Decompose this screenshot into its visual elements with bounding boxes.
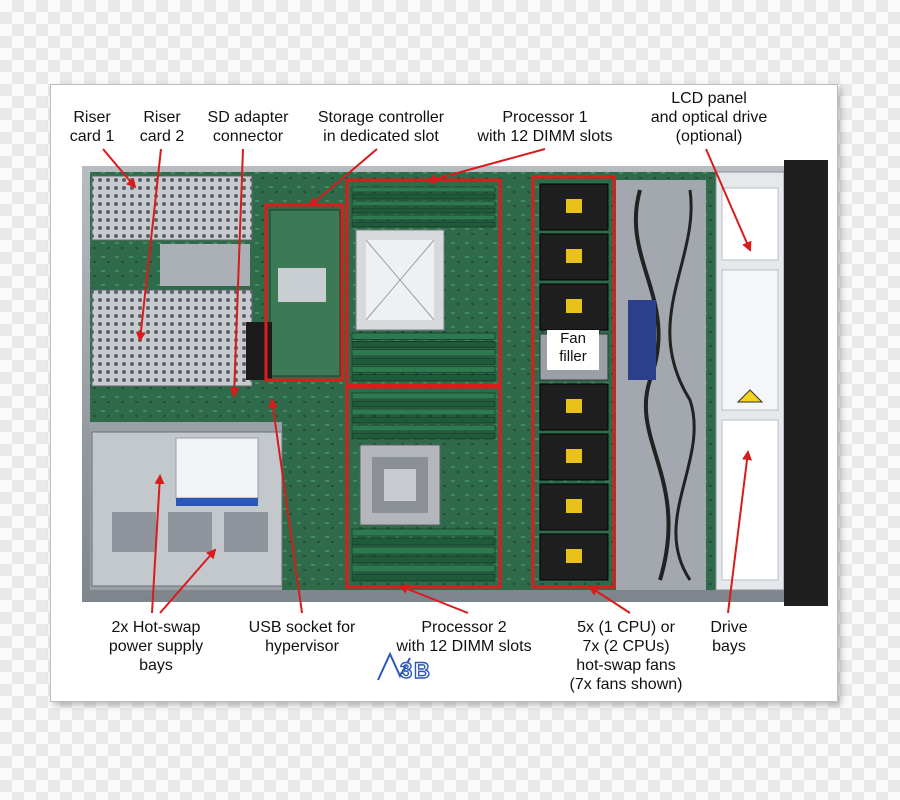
cpu1-heatsink bbox=[355, 229, 445, 331]
dimm-slot bbox=[351, 408, 496, 416]
arrow-psu-1 bbox=[151, 474, 165, 614]
dimm-bank-2b bbox=[351, 528, 496, 582]
label-usb-socket: USB socket for hypervisor bbox=[248, 619, 356, 655]
label-processor-1: Processor 1 with 12 DIMM slots bbox=[477, 109, 613, 145]
dimm-slot bbox=[351, 537, 496, 546]
dimm-bank-2a bbox=[351, 392, 496, 440]
dimm-slot bbox=[351, 528, 496, 537]
label-drive-bays: Drive bays bbox=[710, 619, 748, 655]
label-processor-2: Processor 2 with 12 DIMM slots bbox=[396, 619, 532, 655]
callout-box-fans bbox=[531, 175, 616, 589]
dimm-slot bbox=[351, 332, 496, 340]
callout-box-processor-2 bbox=[345, 385, 502, 589]
label-fan-filler: Fan filler bbox=[547, 330, 599, 370]
arrow-processor-1 bbox=[426, 148, 546, 184]
dimm-slot bbox=[351, 400, 496, 408]
arrow-storage bbox=[308, 148, 378, 208]
fan-label bbox=[566, 449, 582, 463]
dimm-slot bbox=[351, 392, 496, 400]
callout-box-processor-1 bbox=[345, 178, 502, 387]
storage-controller-card bbox=[246, 209, 341, 380]
dimm-bank-1a bbox=[351, 186, 496, 228]
dimm-slot bbox=[351, 555, 496, 564]
arrow-riser-1 bbox=[102, 148, 137, 189]
dimm-slot bbox=[351, 432, 496, 440]
svg-text:3: 3 bbox=[400, 658, 412, 683]
label-storage-controller: Storage controller in dedicated slot bbox=[317, 109, 445, 145]
arrow-fans bbox=[588, 585, 631, 614]
dimm-slot bbox=[351, 546, 496, 555]
fan-label bbox=[566, 549, 582, 563]
label-hot-swap-fans: 5x (1 CPU) or 7x (2 CPUs) hot-swap fans … bbox=[569, 619, 683, 693]
arrow-usb bbox=[268, 398, 303, 614]
dimm-slot bbox=[351, 221, 496, 228]
arrow-psu-2 bbox=[159, 548, 217, 614]
fan-label bbox=[566, 399, 582, 413]
dimm-slot bbox=[351, 186, 496, 193]
dimm-slot bbox=[351, 374, 496, 382]
label-sd-adapter-connector: SD adapter connector bbox=[207, 109, 289, 145]
arrow-sd-adapter bbox=[229, 148, 244, 398]
fan-module bbox=[539, 183, 609, 581]
drive-bays bbox=[715, 160, 828, 606]
arrow-processor-2 bbox=[398, 584, 469, 614]
svg-text:B: B bbox=[414, 658, 430, 683]
watermark-logo: 3 B bbox=[377, 651, 431, 684]
arrow-lcd bbox=[705, 148, 752, 252]
cpu2-socket bbox=[359, 444, 441, 526]
dimm-slot bbox=[351, 573, 496, 582]
dimm-slot bbox=[351, 214, 496, 221]
dimm-slot bbox=[351, 564, 496, 573]
dimm-slot bbox=[351, 341, 496, 348]
dimm-slot bbox=[351, 200, 496, 207]
dimm-slot bbox=[351, 416, 496, 424]
arrow-riser-2 bbox=[135, 148, 162, 342]
dimm-slot bbox=[351, 207, 496, 214]
fan-label bbox=[566, 499, 582, 513]
fan-label bbox=[566, 199, 582, 213]
label-riser-card-1: Riser card 1 bbox=[69, 109, 115, 145]
dimm-slot bbox=[351, 193, 496, 200]
fan-label bbox=[566, 299, 582, 313]
dimm-slot bbox=[351, 357, 496, 365]
dimm-slot bbox=[351, 366, 496, 373]
label-lcd-panel: LCD panel and optical drive (optional) bbox=[650, 90, 768, 145]
callout-box-storage bbox=[264, 203, 344, 382]
label-riser-card-2: Riser card 2 bbox=[139, 109, 185, 145]
riser-cage bbox=[91, 175, 253, 387]
fan-label bbox=[566, 249, 582, 263]
arrow-drive-bays bbox=[727, 450, 752, 614]
cable-area bbox=[616, 180, 706, 590]
dimm-slot bbox=[351, 424, 496, 432]
dimm-slot bbox=[351, 349, 496, 357]
power-supply-bays bbox=[91, 431, 283, 587]
label-power-supply-bays: 2x Hot-swap power supply bays bbox=[108, 619, 204, 674]
dimm-bank-1b bbox=[351, 332, 496, 382]
